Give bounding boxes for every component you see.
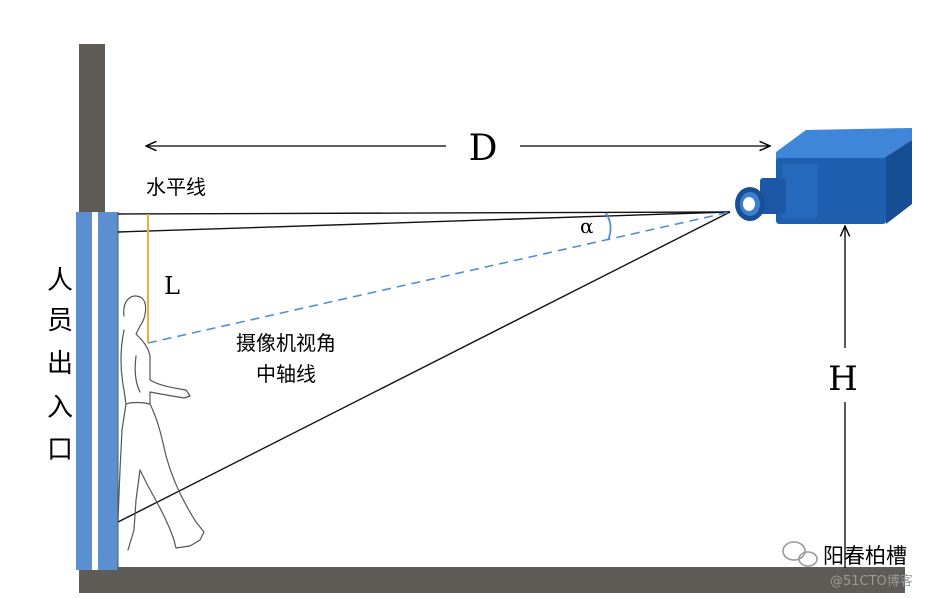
wechat-icon: [782, 541, 818, 567]
horizontal-line-label: 水平线: [146, 175, 206, 199]
entrance-char: 人: [47, 266, 73, 296]
watermark-site: @51CTO博客: [830, 573, 913, 589]
entrance-char: 口: [47, 435, 73, 465]
angle-arc: [605, 212, 612, 241]
entrance-char: 入: [47, 393, 73, 423]
view-lower-edge: [117, 211, 731, 523]
entrance-char: 出: [47, 349, 73, 379]
floor: [79, 567, 905, 593]
entrance-label: 人 员 出 入 口: [47, 266, 73, 465]
camera-axis-label-line1: 摄像机视角: [236, 331, 336, 355]
height-label: H: [828, 359, 858, 399]
watermark-brand: 阳春柏槽: [823, 544, 907, 568]
distance-label: D: [469, 128, 498, 169]
view-upper-edge: [117, 211, 731, 233]
length-label: L: [164, 272, 180, 300]
camera-axis-line: [147, 211, 731, 344]
horizontal-line: [117, 211, 731, 215]
security-camera-icon: [735, 128, 912, 224]
entrance-door: [76, 212, 119, 570]
camera-axis-label-line2: 中轴线: [256, 362, 316, 386]
angle-label: α: [580, 214, 594, 238]
walking-person-icon: [117, 295, 205, 551]
watermark: 阳春柏槽 @51CTO博客: [782, 541, 913, 589]
entrance-char: 员: [47, 306, 73, 336]
